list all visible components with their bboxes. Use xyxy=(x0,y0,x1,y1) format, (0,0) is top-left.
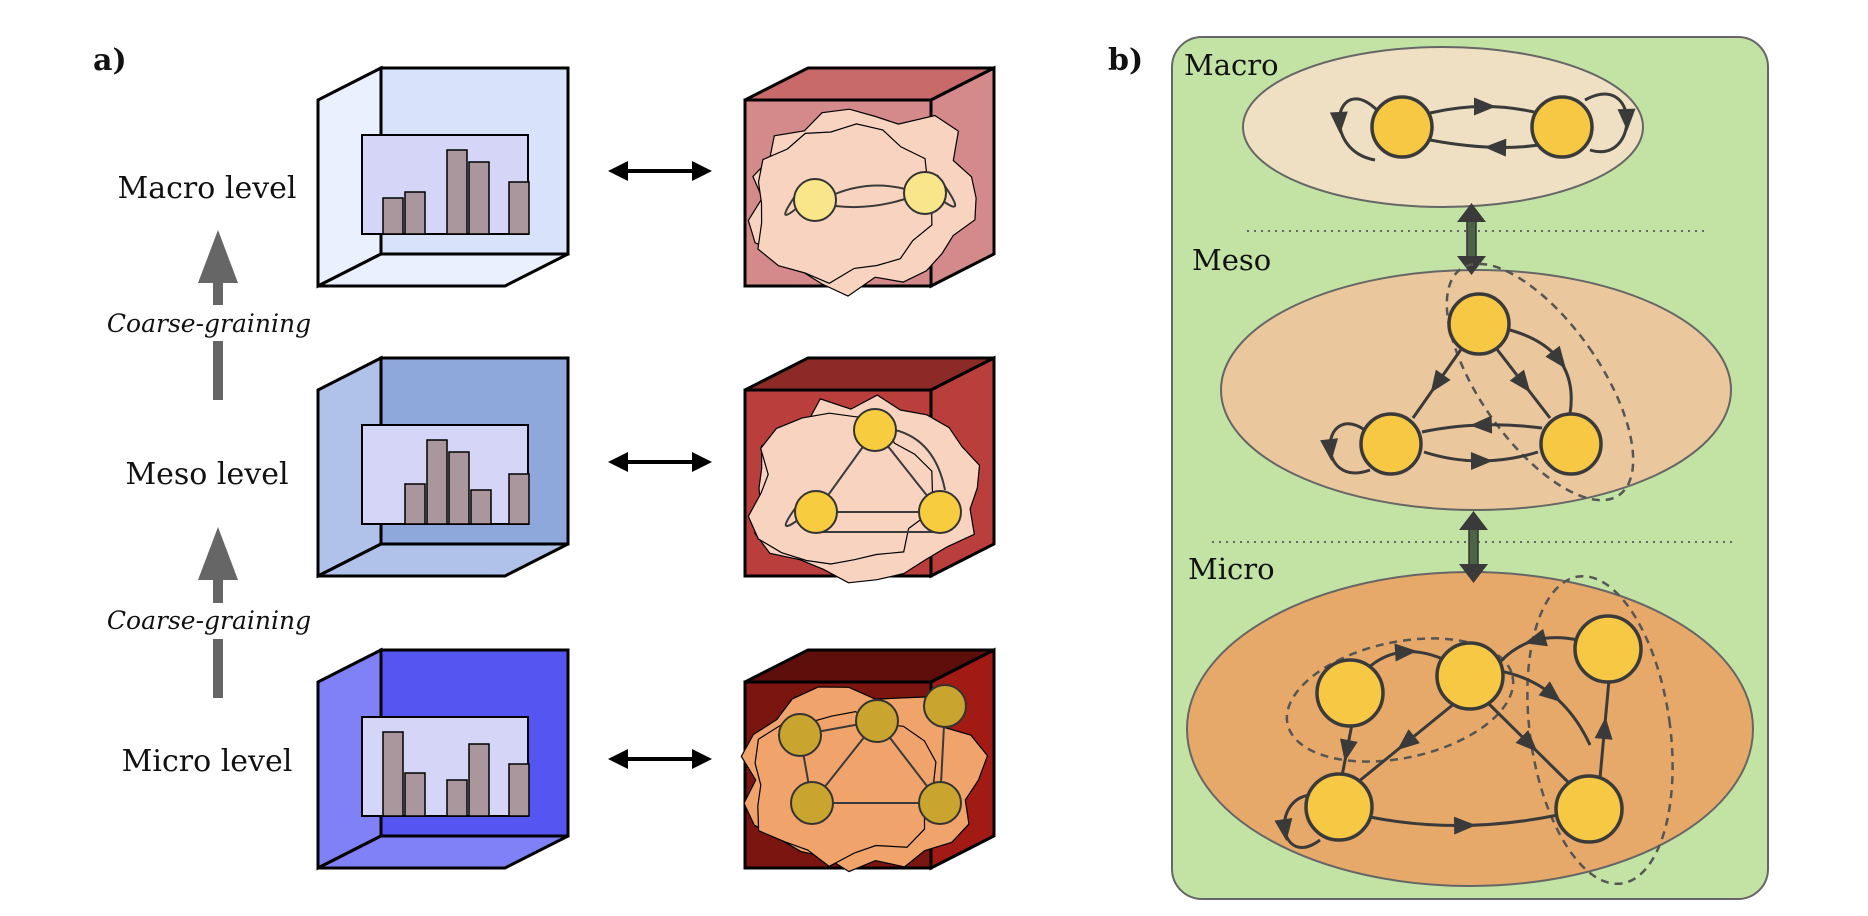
edge-arrowhead xyxy=(1524,628,1548,647)
micro-graph xyxy=(1274,574,1674,886)
edge-arrowhead xyxy=(1397,729,1420,751)
model-box-meso xyxy=(316,355,570,579)
panel-b-graphs xyxy=(1274,92,1674,886)
histogram-bar xyxy=(448,451,470,525)
correspondence-arrows xyxy=(608,161,712,769)
graph-node xyxy=(790,781,834,825)
edge-arrowhead xyxy=(1484,138,1507,157)
graph-node xyxy=(918,781,962,825)
model-box-bottom xyxy=(317,252,569,288)
macro-ellipse xyxy=(1242,46,1644,208)
graph-node xyxy=(793,178,837,222)
coarse-graining-label-upper: Coarse-graining xyxy=(107,309,311,338)
graph-node xyxy=(1315,658,1385,728)
graph-node xyxy=(1435,641,1505,711)
graph-node xyxy=(1539,412,1603,476)
micro-cluster-outline-left xyxy=(1285,637,1515,763)
histogram-bar xyxy=(404,772,426,817)
histogram-bar xyxy=(470,489,492,525)
model-box-micro xyxy=(316,647,570,871)
edge-arrowhead xyxy=(1545,345,1566,369)
edge-arrowhead xyxy=(1469,415,1493,434)
coarse-graining-label-lower: Coarse-graining xyxy=(107,606,311,635)
level-link-meso-micro xyxy=(1459,511,1488,583)
graph-node xyxy=(778,713,822,757)
edge-arrowhead xyxy=(1329,111,1348,135)
edge-arrowhead xyxy=(1509,369,1531,393)
panel-a-label: a) xyxy=(93,43,127,78)
graph-edge xyxy=(834,198,906,209)
macro-graph xyxy=(1329,92,1636,162)
graph-node xyxy=(853,408,897,452)
graph-edge xyxy=(894,429,946,491)
histogram-bar xyxy=(468,161,490,235)
system-cube-macro xyxy=(743,65,996,297)
graph-node xyxy=(1530,95,1594,159)
edge-arrowhead xyxy=(1394,643,1418,662)
edge-arrowhead xyxy=(1274,818,1293,842)
edge-arrowhead xyxy=(1617,108,1636,131)
model-box-macro xyxy=(316,65,570,289)
histogram-bar xyxy=(446,779,468,817)
graph-node xyxy=(918,490,962,534)
model-box-bottom xyxy=(317,542,569,578)
model-box-bottom xyxy=(317,834,569,870)
model-boxes xyxy=(316,65,570,871)
system-cube-micro xyxy=(740,647,996,873)
edge-arrowhead xyxy=(1515,730,1538,752)
histogram-bar xyxy=(508,181,530,235)
meso-ellipse xyxy=(1220,269,1732,511)
macro-level-label: Macro level xyxy=(118,171,297,206)
histogram-bar xyxy=(382,197,404,235)
graph-edge xyxy=(834,184,906,195)
meso-graph xyxy=(1320,262,1635,502)
edge-arrowhead xyxy=(1453,816,1477,835)
edge-arrowhead xyxy=(1430,369,1451,393)
micro-label: Micro xyxy=(1188,552,1275,586)
histogram-bar xyxy=(508,473,530,525)
graph-node xyxy=(1359,412,1423,476)
histogram-bar xyxy=(508,763,530,817)
histogram-bar xyxy=(426,439,448,525)
micro-ellipse xyxy=(1186,571,1754,887)
graph-node xyxy=(1370,95,1434,159)
histogram-bar xyxy=(468,743,490,817)
histogram-bar xyxy=(446,149,468,235)
micro-level-label: Micro level xyxy=(122,744,293,779)
system-cubes xyxy=(740,65,996,873)
histogram-bar xyxy=(382,731,404,817)
edge-arrowhead xyxy=(1320,438,1339,462)
graph-node xyxy=(794,490,838,534)
edge-arrowhead xyxy=(1340,738,1358,762)
system-cube-meso xyxy=(743,355,996,584)
graph-node xyxy=(1447,292,1511,356)
macro-label: Macro xyxy=(1184,48,1279,82)
edge-arrowhead xyxy=(1538,681,1562,703)
edge-arrowhead xyxy=(1470,452,1493,471)
edge-arrowhead xyxy=(1594,717,1613,740)
panel-b-label: b) xyxy=(1108,43,1143,78)
edge-arrowhead xyxy=(1474,97,1497,116)
meso-label: Meso xyxy=(1192,243,1271,277)
meso-level-label: Meso level xyxy=(125,457,288,492)
histogram-bar xyxy=(404,483,426,525)
graph-node xyxy=(903,171,947,215)
graph-node xyxy=(1573,614,1643,684)
graph-node xyxy=(923,684,967,728)
graph-node xyxy=(1554,774,1624,844)
graph-node xyxy=(855,699,899,743)
system-blob xyxy=(757,123,933,284)
graph-node xyxy=(1304,772,1374,842)
histogram-bar xyxy=(404,191,426,235)
